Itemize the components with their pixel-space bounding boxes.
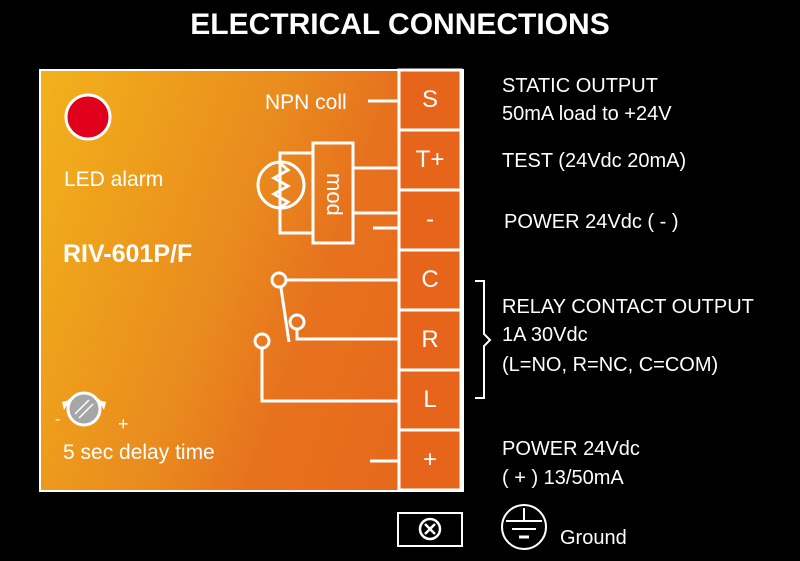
power-negative-description: POWER 24Vdc ( - ) <box>504 211 679 233</box>
terminal-S <box>397 68 463 132</box>
terminal-L <box>397 368 463 432</box>
terminal-label-R: R <box>421 326 439 353</box>
relay-title: RELAY CONTACT OUTPUT <box>502 296 754 318</box>
led-alarm-icon <box>64 93 112 141</box>
relay-bracket <box>475 280 492 399</box>
ground-label: Ground <box>560 527 627 549</box>
relay-contacts <box>253 271 399 403</box>
npn-label: NPN coll <box>265 91 347 114</box>
static-output-title: STATIC OUTPUT <box>502 75 658 97</box>
delay-label: 5 sec delay time <box>63 441 215 464</box>
terminal-label-minus: - <box>426 206 434 233</box>
relay-legend: (L=NO, R=NC, C=COM) <box>502 354 719 376</box>
fuse-box <box>397 512 463 547</box>
mod-box <box>311 141 355 245</box>
model-name: RIV-601P/F <box>63 240 193 268</box>
power-positive-title: POWER 24Vdc <box>502 438 640 460</box>
test-description: TEST (24Vdc 20mA) <box>502 150 687 172</box>
knob-plus-label: + <box>118 414 129 434</box>
relay-rating: 1A 30Vdc <box>502 324 588 346</box>
terminal-label-L: L <box>423 386 437 413</box>
mod-label: mod <box>322 173 347 216</box>
mod-circuit <box>256 141 399 245</box>
terminal-label-C: C <box>421 266 439 293</box>
thermistor-icon <box>256 160 306 210</box>
contact-R <box>288 313 306 331</box>
delay-knob-icon <box>62 391 106 427</box>
cross-circle-icon <box>418 517 442 541</box>
relay-switch-arm <box>279 287 291 343</box>
page-title: ELECTRICAL CONNECTIONS <box>190 8 610 41</box>
contact-L <box>253 332 271 350</box>
terminal-label-plus: + <box>422 446 437 473</box>
terminal-T-plus <box>397 128 463 192</box>
contact-C <box>270 271 288 289</box>
led-label: LED alarm <box>64 168 164 191</box>
power-positive-spec: ( + ) 13/50mA <box>502 467 624 489</box>
terminal-label-S: S <box>421 86 438 113</box>
terminal-label-T-plus: T+ <box>415 146 445 173</box>
static-output-spec: 50mA load to +24V <box>502 103 672 125</box>
knob-minus-label: - <box>55 411 61 428</box>
terminal-block <box>397 68 463 492</box>
ground-icon <box>501 504 547 550</box>
